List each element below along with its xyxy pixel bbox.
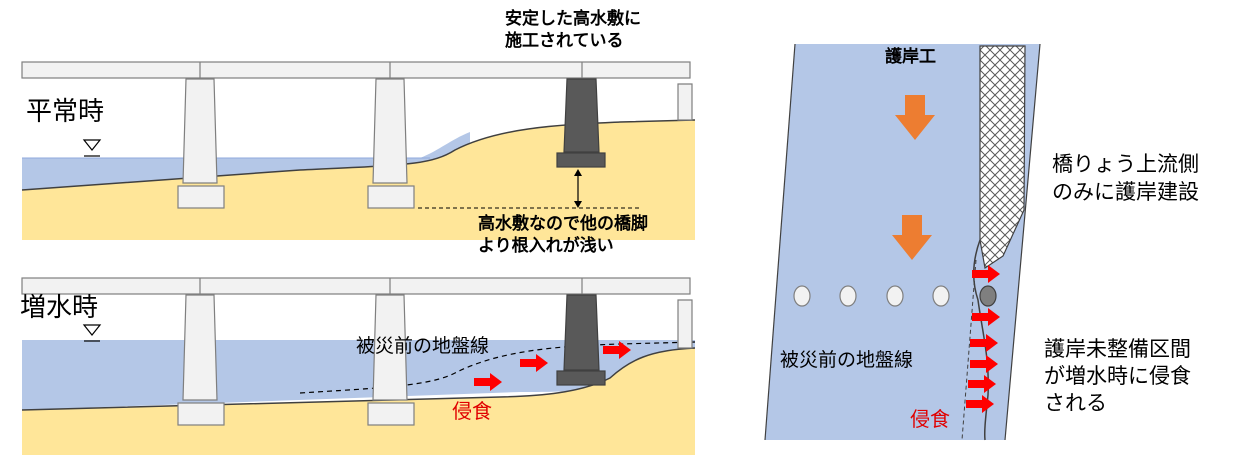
normal-note-bottom: 高水敷なので他の橋脚 より根入れが浅い bbox=[478, 214, 648, 256]
normal-footing-3-shallow bbox=[556, 152, 606, 168]
plan-view-panel bbox=[764, 43, 1041, 441]
erosion-arrow bbox=[970, 334, 998, 352]
flood-deck bbox=[21, 277, 691, 295]
plan-erosion-arrows bbox=[966, 265, 1000, 413]
flood-abutment bbox=[677, 299, 693, 349]
normal-water-level-icon bbox=[82, 139, 102, 151]
normal-footing-2 bbox=[367, 185, 415, 209]
normal-note-top: 安定した高水敷に 施工されている bbox=[505, 9, 641, 51]
normal-deck bbox=[21, 61, 691, 79]
plan-pier-damaged bbox=[979, 285, 997, 307]
downstream-flow-arrow bbox=[895, 95, 935, 140]
normal-panel bbox=[21, 61, 696, 240]
erosion-arrow bbox=[966, 395, 994, 413]
note-unprotected-section: 護岸未整備区間 が増水時に侵食 される bbox=[1044, 337, 1191, 415]
note-upstream-revetment: 橋りょう上流側 のみに護岸建設 bbox=[1052, 152, 1199, 204]
normal-ground bbox=[22, 120, 695, 240]
plan-erosion-label: 侵食 bbox=[910, 407, 950, 431]
normal-abutment bbox=[677, 83, 693, 121]
flood-panel bbox=[21, 277, 696, 455]
flood-water-level-icon bbox=[82, 324, 102, 336]
plan-pier bbox=[839, 285, 857, 307]
flow-arrow bbox=[474, 373, 502, 391]
erosion-arrow bbox=[968, 375, 996, 393]
plan-piers bbox=[793, 285, 997, 307]
plan-pier bbox=[793, 285, 811, 307]
flow-arrow bbox=[520, 354, 548, 372]
erosion-arrow bbox=[970, 355, 998, 373]
flood-ground-surface bbox=[21, 347, 696, 411]
erosion-arrow bbox=[972, 265, 1000, 283]
plan-ground-line-label: 被災前の地盤線 bbox=[780, 349, 914, 371]
normal-pier-2 bbox=[372, 78, 408, 184]
erosion-arrow bbox=[972, 308, 1000, 326]
plan-pier bbox=[932, 285, 950, 307]
normal-footing-1 bbox=[177, 185, 225, 209]
normal-label: 平常時 bbox=[26, 97, 105, 127]
plan-pier bbox=[886, 285, 904, 307]
flood-erosion-label: 侵食 bbox=[452, 399, 492, 423]
flood-pier-3-scoured bbox=[563, 294, 600, 371]
flood-label: 増水時 bbox=[20, 293, 99, 323]
flood-flow-arrows bbox=[474, 341, 631, 391]
normal-pier-1 bbox=[182, 78, 218, 184]
plan-river-bank-line bbox=[764, 43, 796, 441]
flood-footing-2 bbox=[367, 402, 415, 426]
plan-revetment-label: 護岸工 bbox=[885, 47, 936, 67]
normal-pier-3-shallow bbox=[563, 78, 600, 153]
flood-pier-1 bbox=[182, 294, 218, 401]
downstream-flow-arrow bbox=[892, 215, 932, 260]
pre-disaster-bank-line bbox=[961, 259, 977, 441]
flood-footing-1 bbox=[177, 402, 225, 426]
flow-arrow bbox=[603, 341, 631, 359]
plan-river-bank-line-right bbox=[1004, 43, 1041, 441]
flood-ground-line-label: 被災前の地盤線 bbox=[356, 335, 490, 357]
flood-pier-2 bbox=[372, 294, 408, 401]
flood-footing-3-scoured bbox=[556, 370, 606, 386]
